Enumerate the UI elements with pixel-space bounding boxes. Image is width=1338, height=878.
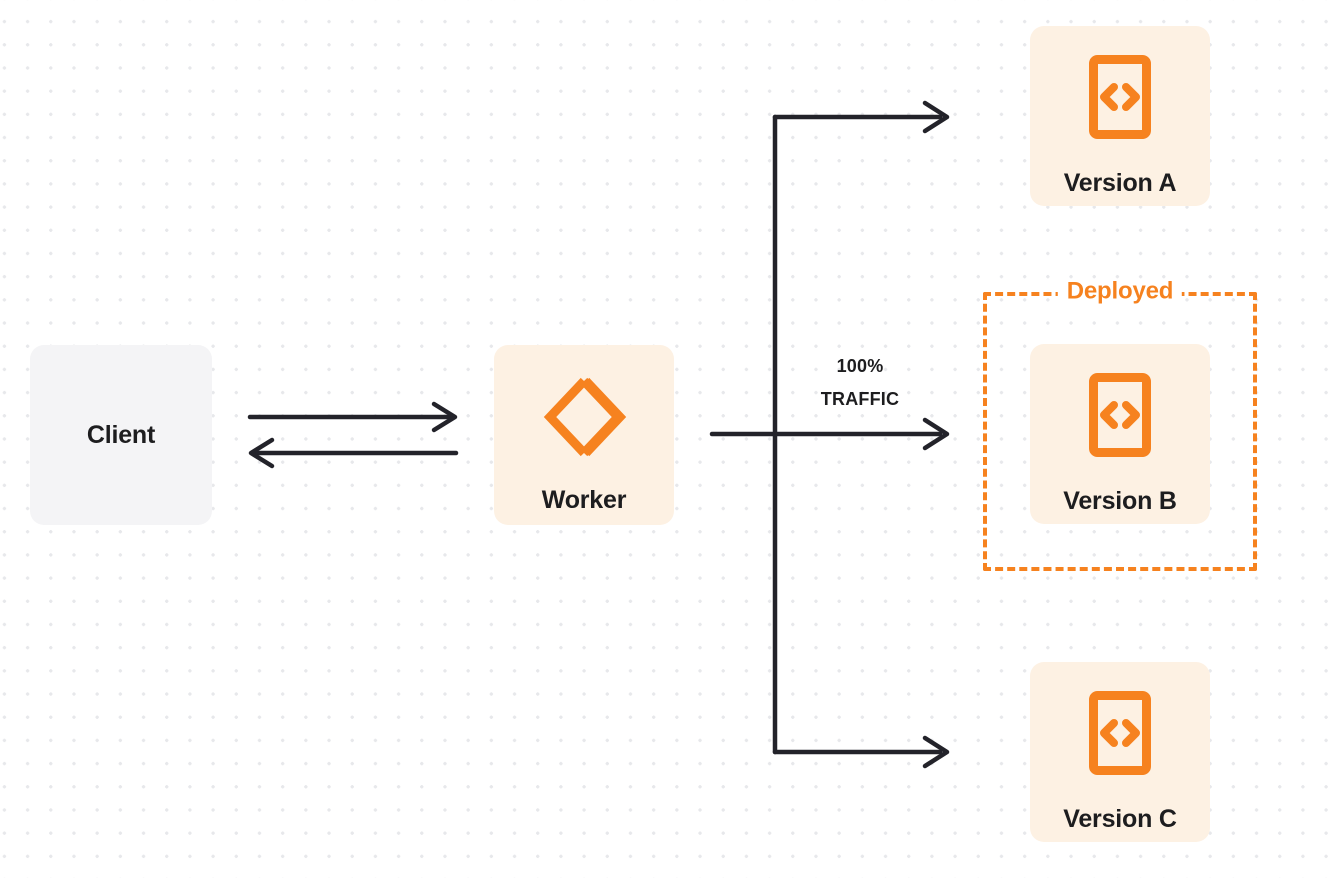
node-worker-label: Worker (541, 486, 627, 514)
code-document-icon (1088, 690, 1152, 781)
code-document-icon (1088, 54, 1152, 145)
traffic-label: 100% TRAFFIC (795, 350, 925, 417)
node-version-a[interactable]: Version A (1030, 26, 1210, 206)
node-version-c[interactable]: Version C (1030, 662, 1210, 842)
node-worker[interactable]: Worker (494, 345, 674, 525)
arrow-worker-to-client (248, 437, 459, 469)
workers-logo-icon (538, 373, 630, 466)
arrowhead-to-version-c (922, 735, 950, 769)
deployed-group-label: Deployed (1057, 279, 1183, 304)
traffic-word: TRAFFIC (820, 389, 900, 410)
node-version-a-label: Version A (1063, 169, 1177, 197)
node-version-b[interactable]: Version B (1030, 344, 1210, 524)
node-version-b-label: Version B (1063, 487, 1177, 515)
arrowhead-to-version-a (922, 100, 950, 134)
code-document-icon (1088, 372, 1152, 463)
traffic-percent: 100% (836, 356, 884, 376)
node-client[interactable]: Client (30, 345, 212, 525)
deployed-group-boundary: Deployed (983, 279, 1257, 571)
arrowhead-to-version-b (922, 417, 950, 451)
arrow-client-to-worker (247, 401, 458, 433)
node-version-c-label: Version C (1063, 805, 1177, 833)
arrow-worker-branch-trunk (709, 114, 943, 755)
node-client-label: Client (86, 420, 156, 449)
